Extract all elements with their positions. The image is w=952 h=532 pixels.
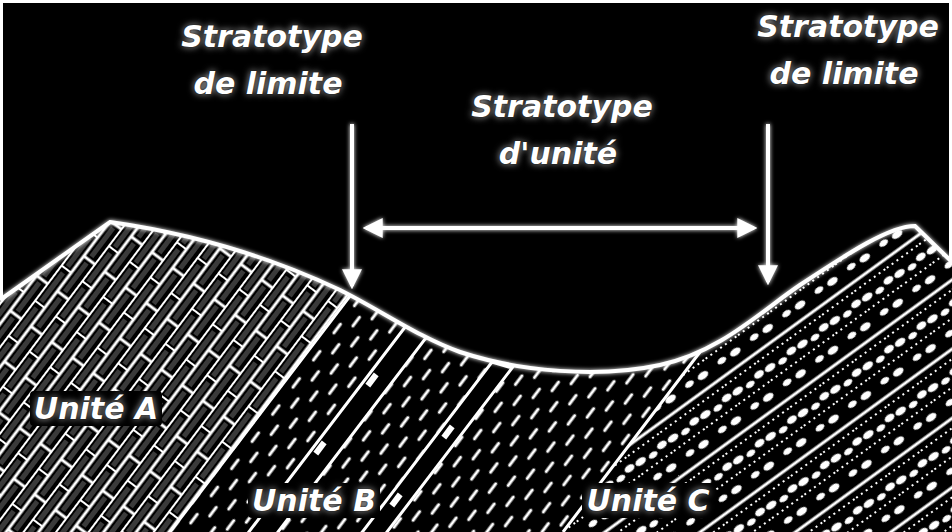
stratigraphic-label: Unité B — [214, 478, 414, 525]
label-text: Unité A — [30, 391, 162, 426]
label-text: Stratotype de limite — [177, 19, 363, 101]
label-text: Stratotype de limite — [753, 9, 939, 91]
label-text: Unité C — [582, 483, 713, 518]
stratigraphic-label: Unité A — [1, 386, 191, 433]
stratigraphic-label: Stratotype de limite — [155, 14, 385, 107]
stratigraphic-label: Stratotype de limite — [746, 4, 946, 97]
label-text: Stratotype d'unité — [467, 89, 653, 171]
stratigraphic-label: Unité C — [548, 478, 748, 525]
label-text: Unité B — [248, 483, 380, 518]
stratigraphic-label: Stratotype d'unité — [445, 84, 675, 177]
